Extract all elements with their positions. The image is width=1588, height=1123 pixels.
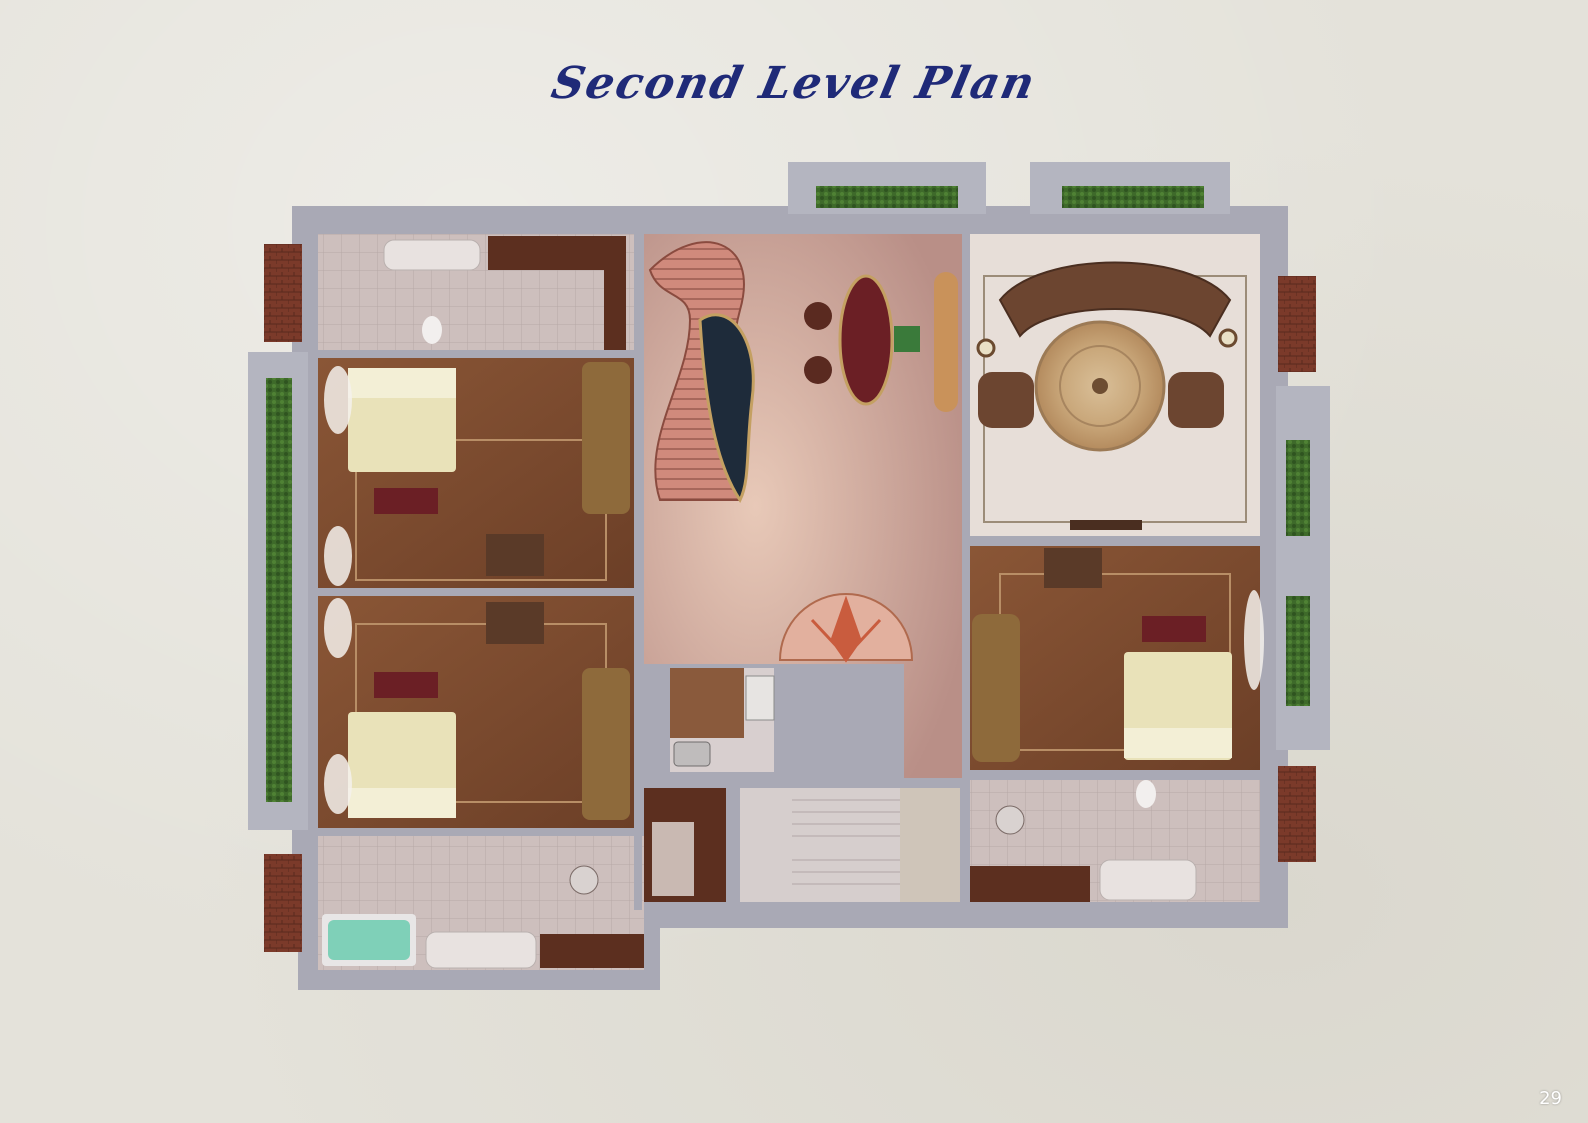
page-number: 29 <box>1539 1088 1562 1109</box>
bathroom-bottom-left <box>318 836 644 970</box>
kitchenette <box>670 668 775 772</box>
bedroom-left-upper <box>318 358 634 588</box>
bedroom-left-lower <box>318 596 634 828</box>
balcony-planters <box>266 186 1310 802</box>
bedroom-right <box>970 546 1264 770</box>
bathroom-bottom-right <box>970 780 1260 902</box>
living-room <box>970 234 1260 536</box>
bathroom-top-left <box>318 234 634 352</box>
interior-walls <box>314 230 1264 910</box>
stairwell <box>644 788 960 902</box>
brick-columns <box>264 244 1316 952</box>
